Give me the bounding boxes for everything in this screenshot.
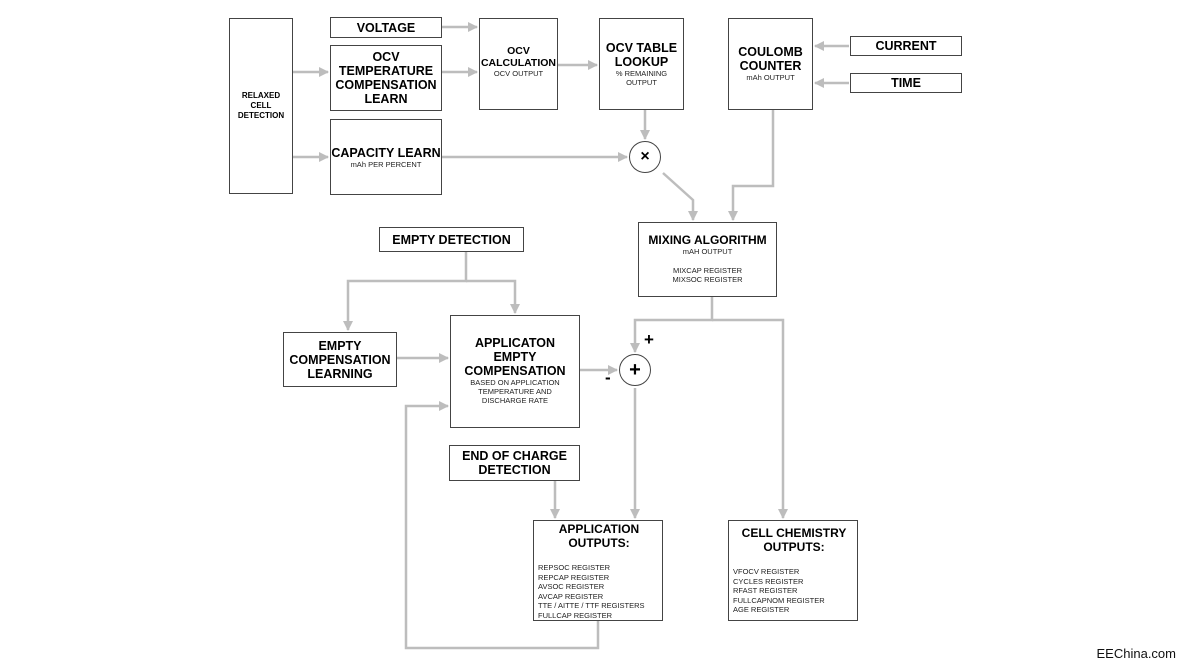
end-of-charge-detection-title: END OF CHARGE DETECTION [462, 449, 567, 477]
cell-chemistry-outputs-registers: VFOCV REGISTER CYCLES REGISTER RFAST REG… [733, 567, 825, 614]
wire-multiply-to-mixing [662, 172, 698, 221]
wire-mixing-to-cell-chem [712, 318, 788, 519]
relaxed-cell-detection-title: RELAXED CELL DETECTION [237, 91, 285, 120]
ocv-temperature-compensation-block: OCV TEMPERATURE COMPENSATION LEARN [330, 45, 442, 111]
relaxed-cell-detection-block: RELAXED CELL DETECTION [229, 18, 293, 194]
wire-outputs-feedback [404, 401, 600, 650]
empty-compensation-learning-block: EMPTY COMPENSATION LEARNING [283, 332, 397, 387]
wire-empty-det-to-app-comp [466, 279, 520, 314]
sum-plus-sign: + [644, 330, 654, 349]
mixing-algorithm-registers: MIXCAP REGISTER MIXSOC REGISTER [672, 266, 743, 284]
time-block: TIME [850, 73, 962, 93]
wire-coulomb-to-mixing [728, 110, 775, 221]
empty-detection-block: EMPTY DETECTION [379, 227, 524, 252]
sum-operator: + [619, 354, 651, 386]
ocv-table-lookup-subtitle: % REMAINING OUTPUT [615, 69, 668, 87]
current-block: CURRENT [850, 36, 962, 56]
application-outputs-registers: REPSOC REGISTER REPCAP REGISTER AVSOC RE… [538, 563, 645, 620]
empty-compensation-learning-title: EMPTY COMPENSATION LEARNING [289, 338, 391, 381]
time-title: TIME [891, 76, 921, 90]
application-empty-compensation-block: APPLICATON EMPTY COMPENSATION BASED ON A… [450, 315, 580, 428]
sum-minus-sign: - [605, 368, 611, 387]
cell-chemistry-outputs-block: CELL CHEMISTRY OUTPUTS: VFOCV REGISTER C… [728, 520, 858, 621]
ocv-table-lookup-block: OCV TABLE LOOKUP % REMAINING OUTPUT [599, 18, 684, 110]
mixing-algorithm-subtitle: mAH OUTPUT [682, 247, 733, 256]
wire-mixing-to-sum [630, 297, 714, 353]
application-outputs-block: APPLICATION OUTPUTS: REPSOC REGISTER REP… [533, 520, 663, 621]
end-of-charge-detection-block: END OF CHARGE DETECTION [449, 445, 580, 481]
voltage-block: VOLTAGE [330, 17, 442, 38]
cell-chemistry-outputs-title: CELL CHEMISTRY OUTPUTS: [741, 526, 847, 554]
wire-empty-det-split [343, 252, 468, 331]
mixing-algorithm-title: MIXING ALGORITHM [648, 233, 767, 247]
coulomb-counter-block: COULOMB COUNTER mAh OUTPUT [728, 18, 813, 110]
ocv-calculation-subtitle: OCV OUTPUT [493, 69, 544, 78]
capacity-learn-title: CAPACITY LEARN [331, 145, 441, 160]
empty-detection-title: EMPTY DETECTION [392, 232, 511, 247]
coulomb-counter-title: COULOMB COUNTER [738, 45, 803, 73]
ocv-calculation-title: OCV CALCULATION [480, 45, 557, 69]
ocv-table-lookup-title: OCV TABLE LOOKUP [605, 41, 678, 69]
watermark: EEChina.com [1096, 646, 1176, 661]
application-outputs-title: APPLICATION OUTPUTS: [558, 522, 640, 550]
application-empty-compensation-subtitle: BASED ON APPLICATION TEMPERATURE AND DIS… [470, 378, 560, 405]
ocv-temperature-compensation-title: OCV TEMPERATURE COMPENSATION LEARN [335, 50, 437, 106]
capacity-learn-subtitle: mAh PER PERCENT [350, 159, 422, 169]
application-empty-compensation-title: APPLICATON EMPTY COMPENSATION [464, 336, 566, 378]
mixing-algorithm-block: MIXING ALGORITHM mAH OUTPUT MIXCAP REGIS… [638, 222, 777, 297]
multiply-operator: × [629, 141, 661, 173]
ocv-calculation-block: OCV CALCULATION OCV OUTPUT [479, 18, 558, 110]
current-title: CURRENT [875, 39, 937, 53]
capacity-learn-block: CAPACITY LEARN mAh PER PERCENT [330, 119, 442, 195]
coulomb-counter-subtitle: mAh OUTPUT [746, 73, 795, 82]
voltage-title: VOLTAGE [356, 20, 416, 35]
